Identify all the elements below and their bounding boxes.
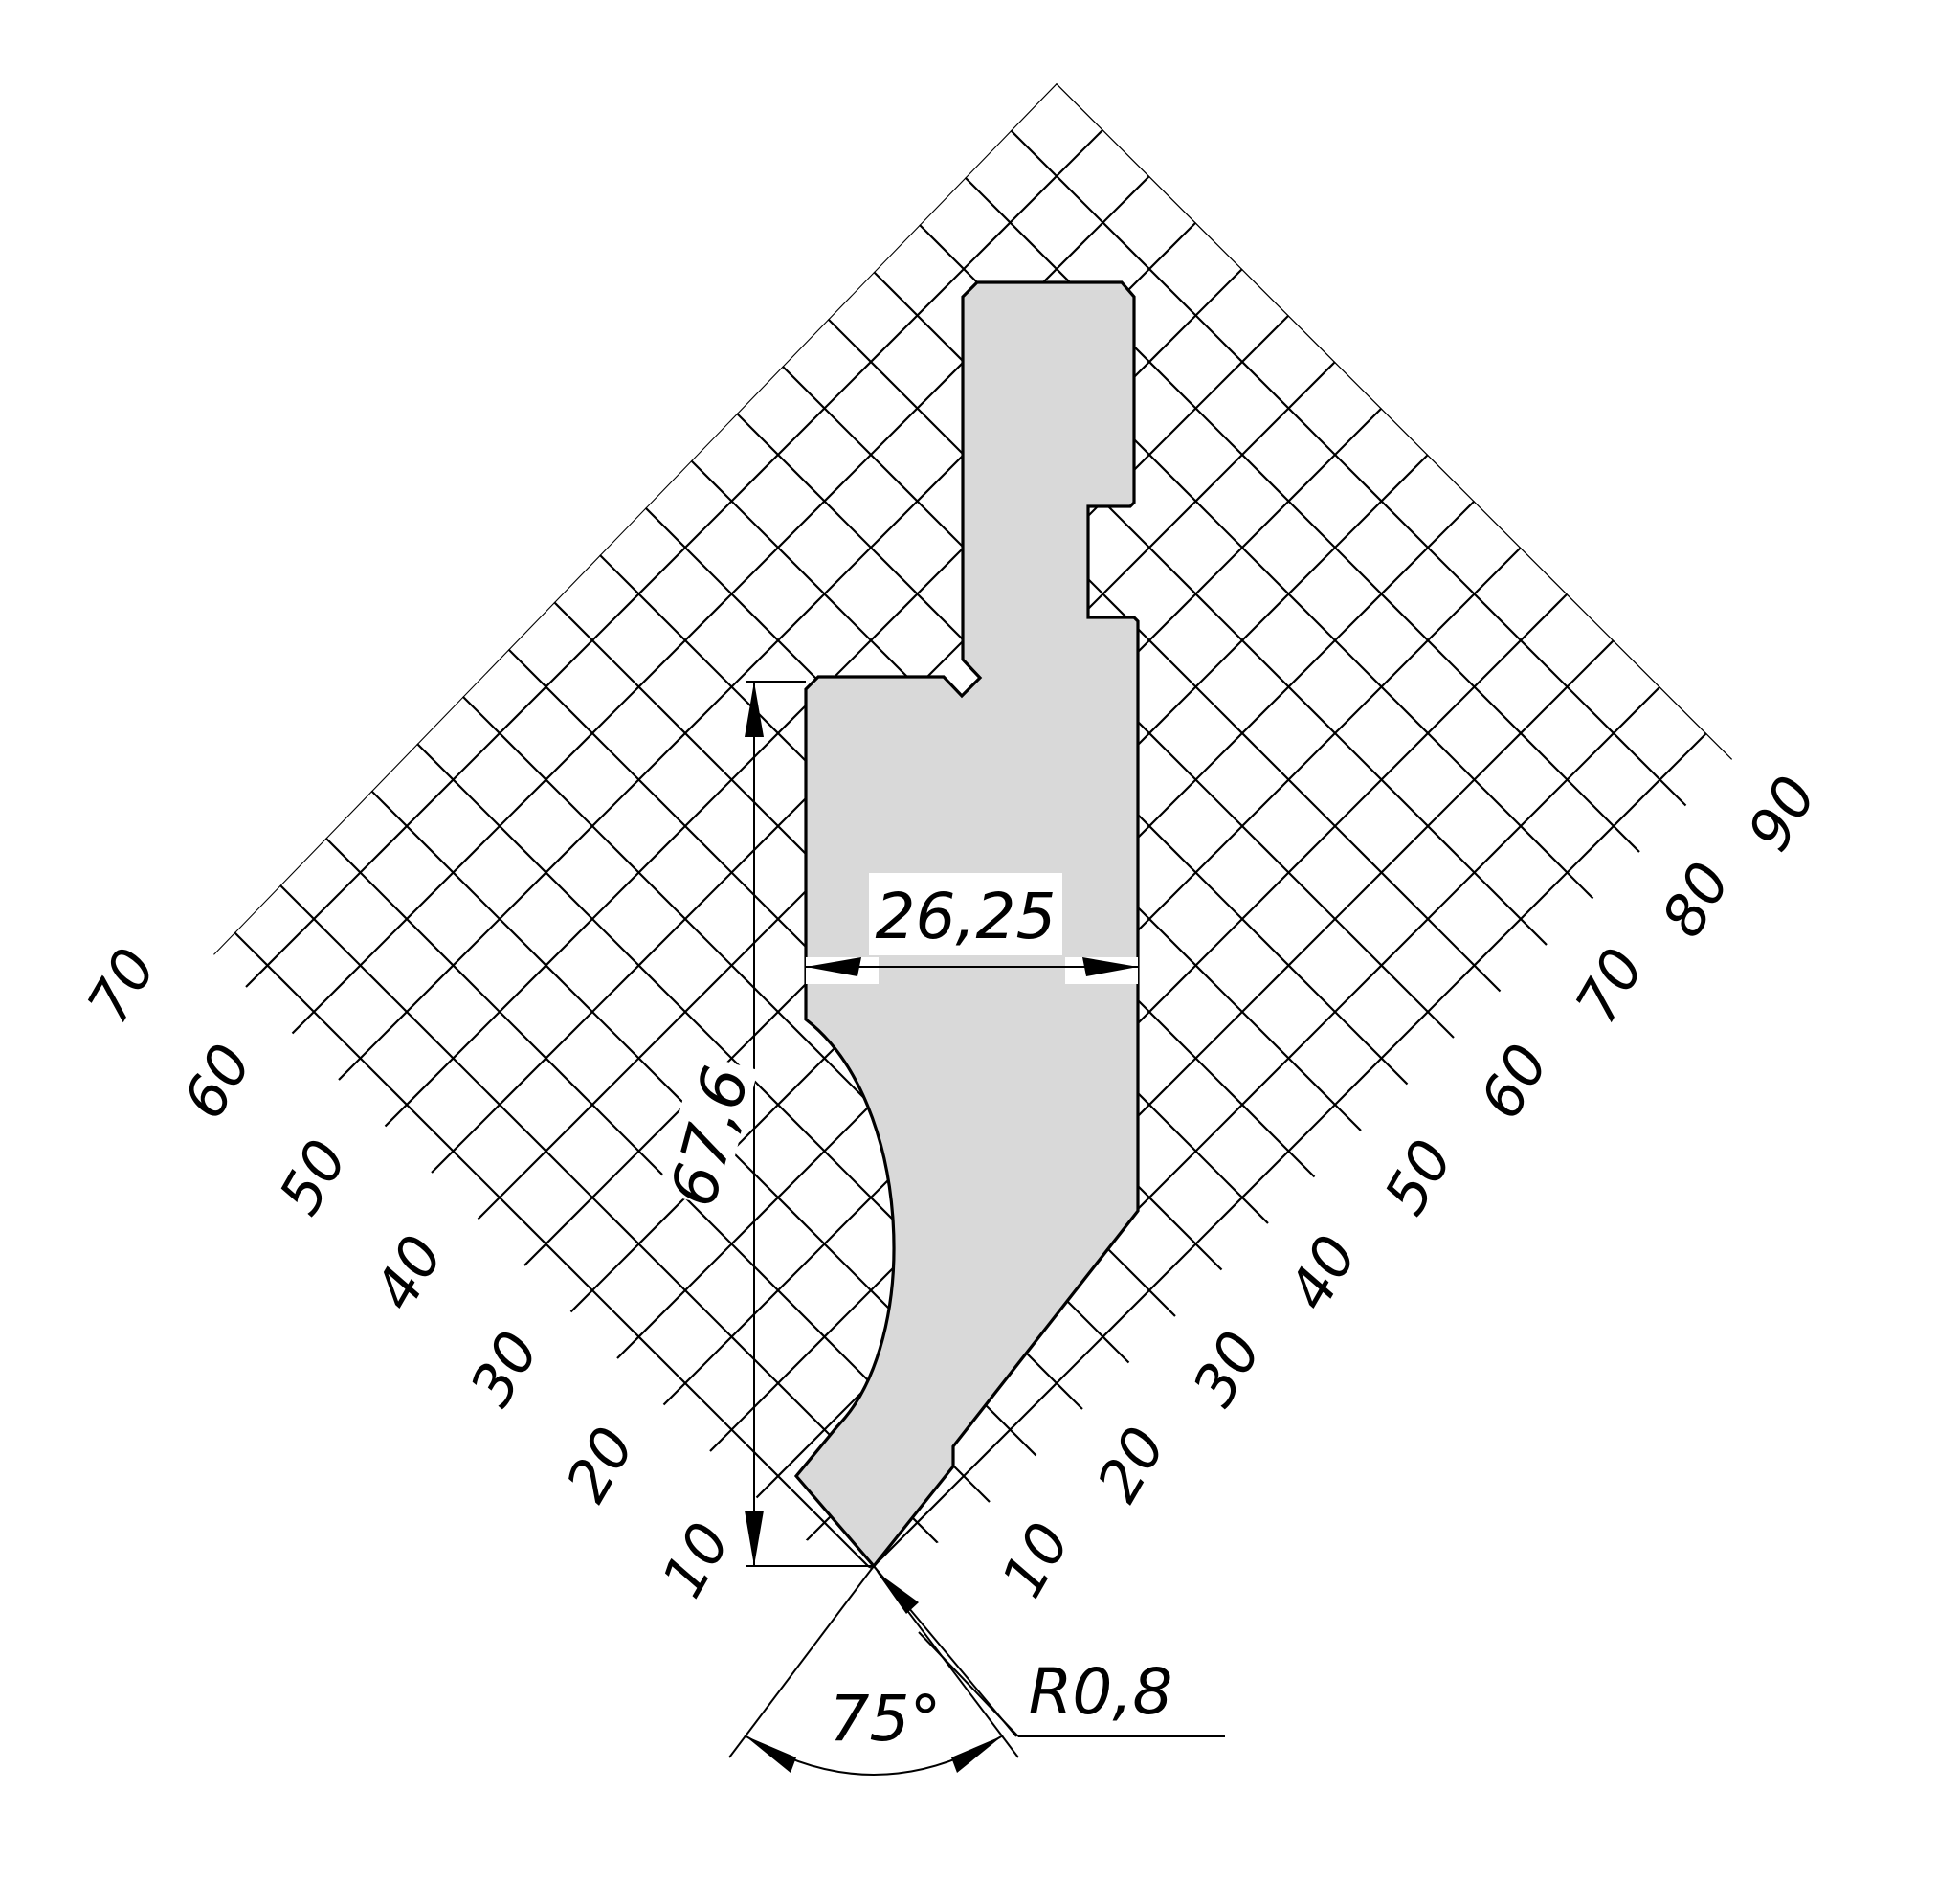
width-label-bg	[869, 873, 1062, 955]
angle-extension-left	[728, 1565, 875, 1758]
arrow-angle-right-icon	[951, 1735, 1003, 1773]
right-axis-label: 50	[1371, 1129, 1466, 1225]
arrow-down-icon	[745, 1511, 764, 1566]
grid-line-se	[880, 83, 1732, 1570]
grid-line-se	[0, 0, 12, 1903]
grid-line-se	[508, 83, 1732, 1570]
grid-line-se	[213, 83, 570, 1570]
angle-value: 75°	[830, 1682, 942, 1756]
left-axis-label: 50	[266, 1129, 361, 1225]
right-axis-label: 60	[1467, 1033, 1562, 1130]
grid-line-se	[0, 0, 198, 1903]
right-axis-label: 10	[989, 1511, 1083, 1608]
grid-line-se	[213, 83, 942, 1570]
height-value: 67,6	[657, 1059, 764, 1214]
grid-border	[1056, 83, 1732, 760]
grid-line-se	[213, 83, 1406, 1570]
grid-line-se	[0, 0, 105, 1903]
arrow-angle-left-icon	[745, 1735, 796, 1773]
grid-line-se	[213, 83, 1313, 1570]
left-axis-label: 60	[170, 1033, 265, 1130]
radius-value: R0,8	[1029, 1655, 1173, 1729]
grid-line-ne	[213, 83, 1234, 1234]
left-axis-label: 40	[362, 1224, 457, 1321]
arrow-right-icon	[1082, 957, 1138, 976]
left-axis-label: 70	[75, 937, 169, 1034]
angle-dimension: 75°	[728, 1565, 1019, 1776]
arrow-up-icon	[745, 682, 764, 737]
grid-line-se	[323, 83, 1732, 1570]
grid-line-se	[213, 83, 663, 1570]
left-axis-label: 20	[553, 1416, 648, 1512]
width-value: 26,25	[876, 880, 1057, 953]
right-axis-label: 70	[1563, 937, 1658, 1034]
grid-line-se	[213, 83, 1732, 1570]
grid-line-se	[213, 83, 1684, 1570]
grid-line-ne	[213, 83, 1605, 1570]
left-axis-label: 30	[457, 1320, 552, 1417]
arrow-left-icon	[806, 957, 861, 976]
grid-line-se	[213, 83, 478, 1570]
grid-line-se	[415, 83, 1732, 1570]
grid-line-se	[213, 83, 1592, 1570]
left-axis-label: 10	[649, 1511, 744, 1608]
right-axis-label: 20	[1084, 1416, 1179, 1512]
right-axis-label: 30	[1180, 1320, 1275, 1417]
height-label-bg	[657, 1053, 759, 1209]
radius-leader-offset	[918, 1631, 1019, 1737]
width-dimension: 26,25	[806, 873, 1138, 984]
radius-dimension: R0,8	[873, 1565, 1225, 1737]
grid-line-se	[213, 83, 385, 1570]
grid-line-se	[213, 83, 292, 1570]
right-axis-label: 80	[1649, 851, 1744, 948]
grid-line-se	[213, 83, 1499, 1570]
arrow-radius-icon	[877, 1572, 919, 1614]
right-axis-label: 40	[1276, 1224, 1370, 1321]
right-axis-label: 90	[1735, 765, 1830, 862]
grid-border	[213, 83, 1058, 955]
